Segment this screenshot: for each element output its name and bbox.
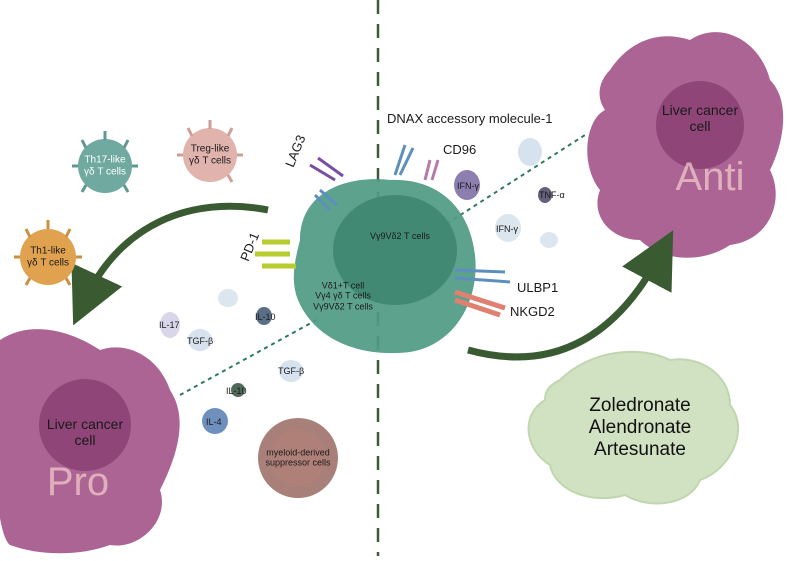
center-cell-top-label: Vγ9Vδ2 T cells (370, 231, 430, 241)
th17-cell-shape (72, 131, 138, 193)
il10-blob-2 (231, 383, 245, 397)
drug-list: Zoledronate Alendronate Artesunate (589, 395, 691, 461)
pro-free-blob-1 (218, 289, 238, 307)
il4-blob (202, 408, 228, 434)
anti-liver-nucleus (656, 81, 744, 169)
cd96-label: CD96 (443, 142, 477, 157)
il17-blob (160, 312, 180, 338)
central-t-cell-nucleus (333, 195, 457, 305)
anti-liver-label-line-2: cell (689, 118, 711, 134)
pro-liver-cell-label: Liver cancer cell (47, 416, 123, 448)
pro-liver-label-line-1: Liver cancer (46, 415, 124, 432)
th1-cell-label: Th1-like γδ T cells (27, 246, 69, 269)
anti-free-blob-1 (518, 138, 542, 166)
treg-label-line-2: γδ T cells (188, 155, 232, 166)
nkgd2-label: NKGD2 (510, 304, 555, 319)
center-cell-line-3: Vγ9Vδ2 T cells (313, 301, 373, 312)
pd1-receptor (255, 239, 296, 269)
il10-blob-1 (256, 307, 272, 325)
cytokine-tnfa: TNF-α (539, 190, 565, 200)
drug-blob (527, 350, 740, 505)
drug-alendronate: Alendronate (588, 417, 692, 439)
treg-cell-shape (177, 120, 243, 183)
anti-free-blob-2 (540, 232, 558, 248)
cytokine-tgfb-1: TGF-β (187, 336, 214, 346)
tnfa-blob (538, 187, 552, 203)
mdsc-label-line-2: suppressor cells (265, 458, 331, 468)
cytokine-il4: IL-4 (206, 417, 222, 427)
dnam1-receptor (393, 144, 415, 176)
th17-label-line-1: Th17-like (84, 154, 126, 166)
mdsc-nucleus (270, 430, 326, 486)
ulbp1-receptor (454, 268, 511, 284)
ifng-blob-2 (495, 214, 521, 242)
th1-cell-shape (14, 220, 82, 286)
anti-liver-cell-label: Liver cancer cell (662, 102, 738, 134)
treg-cell-label: Treg-like γδ T cells (189, 144, 231, 167)
cytokine-tgfb-2: TGF-β (278, 366, 305, 376)
treg-label-line-1: Treg-like (190, 143, 230, 155)
cytokine-ifng-1: IFN-γ (457, 181, 479, 191)
anti-word: Anti (675, 155, 745, 199)
drug-artesunate: Artesunate (594, 438, 686, 460)
dnam1-label: DNAX accessory molecule-1 (387, 111, 553, 126)
drug-zoledronate: Zoledronate (589, 395, 691, 417)
pro-liver-label-line-2: cell (74, 432, 96, 448)
center-cell-bottom-label: Vδ1+T cell Vγ4 γδ T cells Vγ9Vδ2 T cells (313, 280, 373, 311)
th1-label-line-2: γδ T cells (26, 257, 70, 268)
th17-cell-label: Th17-like γδ T cells (84, 155, 126, 178)
mdsc-label: myeloid-derived suppressor cells (265, 448, 330, 469)
ulbp1-label: ULBP1 (517, 280, 559, 295)
pro-arrow (71, 202, 269, 326)
cd96-receptor (423, 159, 440, 181)
th1-label-line-1: Th1-like (30, 245, 66, 257)
center-cell-line-1: Vδ1+T cell (321, 280, 365, 291)
lag3-receptor (309, 156, 344, 212)
cytokine-il10-1: IL-10 (255, 312, 276, 322)
pro-liver-nucleus (39, 379, 131, 471)
cytokine-ifng-2: IFN-γ (496, 224, 518, 234)
pro-dotted-line (179, 317, 321, 396)
mdsc-label-line-1: myeloid-derived (266, 447, 330, 458)
cytokine-il10-2: IL-10 (226, 386, 247, 396)
th17-label-line-2: γδ T cells (83, 166, 127, 177)
center-cell-line-2: Vγ4 γδ T cells (315, 290, 371, 301)
anti-arrow (467, 230, 674, 361)
tgfb-blob-1 (188, 329, 212, 351)
pro-word: Pro (46, 460, 110, 504)
anti-liver-label-line-1: Liver cancer (661, 101, 739, 118)
tgfb-blob-2 (279, 360, 303, 382)
nkgd2-receptor (454, 289, 506, 318)
cytokine-il17: IL-17 (159, 320, 180, 330)
ifng-blob-1 (454, 170, 480, 200)
